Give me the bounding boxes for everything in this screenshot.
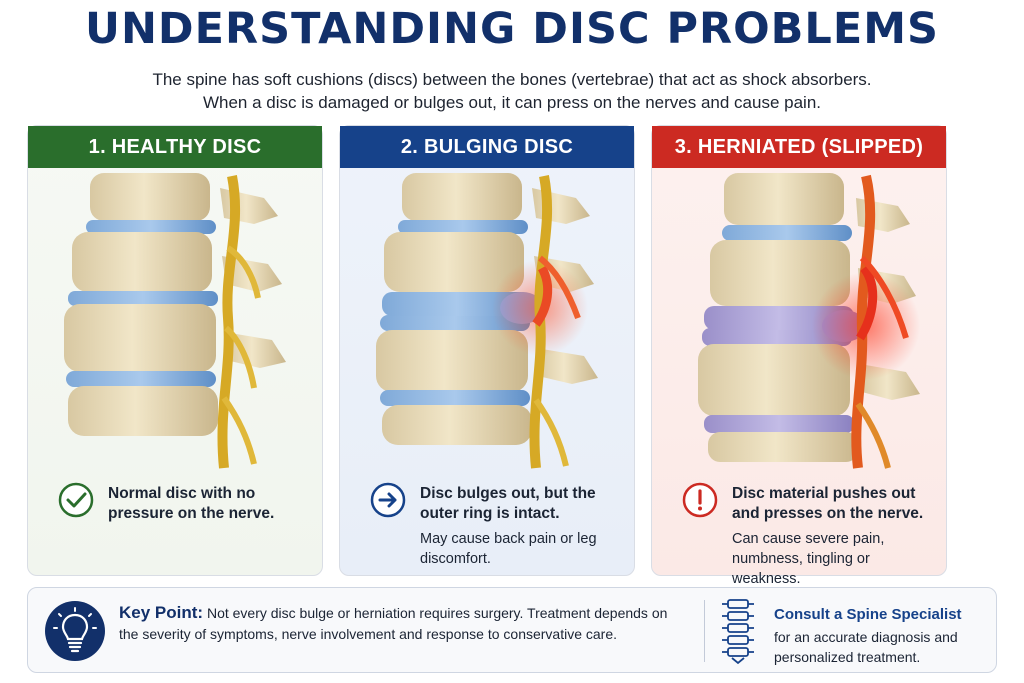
key-point-body: Not every disc bulge or herniation requi… <box>119 605 668 642</box>
herniated-disc-panel: 3. HERNIATED (SLIPPED) DISC <box>651 125 947 587</box>
panel-heading: 2. BULGING DISC <box>340 126 634 168</box>
check-icon <box>58 482 94 518</box>
consult-text: for an accurate diagnosis and personaliz… <box>774 629 958 665</box>
healthy-spine-illustration <box>64 173 286 469</box>
bulging-disc-panel: 2. BULGING DISC Disc bulges <box>339 125 635 576</box>
key-point-footer: Key Point: Not every disc bulge or herni… <box>27 587 997 673</box>
bulging-spine-illustration <box>376 173 598 469</box>
lightbulb-icon <box>45 601 105 661</box>
status-description: Disc material pushes out and presses on … <box>732 485 924 522</box>
consult-title: Consult a Spine Specialist <box>774 606 962 623</box>
status-description: Normal disc with no pressure on the nerv… <box>108 485 275 522</box>
exclamation-icon <box>682 482 718 518</box>
status-description: Disc bulges out, but the outer ring is i… <box>420 485 596 522</box>
panel-heading: 1. HEALTHY DISC <box>28 126 322 168</box>
page-title: UNDERSTANDING DISC PROBLEMS <box>85 4 939 54</box>
key-point-text: Key Point: Not every disc bulge or herni… <box>119 602 679 645</box>
spine-icon <box>722 599 754 665</box>
key-point-label: Key Point: <box>119 603 204 622</box>
herniated-spine-illustration <box>698 173 920 469</box>
status-note: May cause back pain or leg discomfort. <box>420 531 597 567</box>
healthy-disc-panel: 1. HEALTHY DISC Normal disc with no pres… <box>27 125 323 576</box>
status-note: Can cause severe pain, numbness, tinglin… <box>732 531 885 587</box>
panel-heading: 3. HERNIATED (SLIPPED) DISC <box>652 126 946 200</box>
intro-line-2: When a disc is damaged or bulges out, it… <box>202 93 822 112</box>
footer-divider <box>704 600 705 662</box>
arrow-right-icon <box>370 482 406 518</box>
intro-line-1: The spine has soft cushions (discs) betw… <box>152 70 872 89</box>
